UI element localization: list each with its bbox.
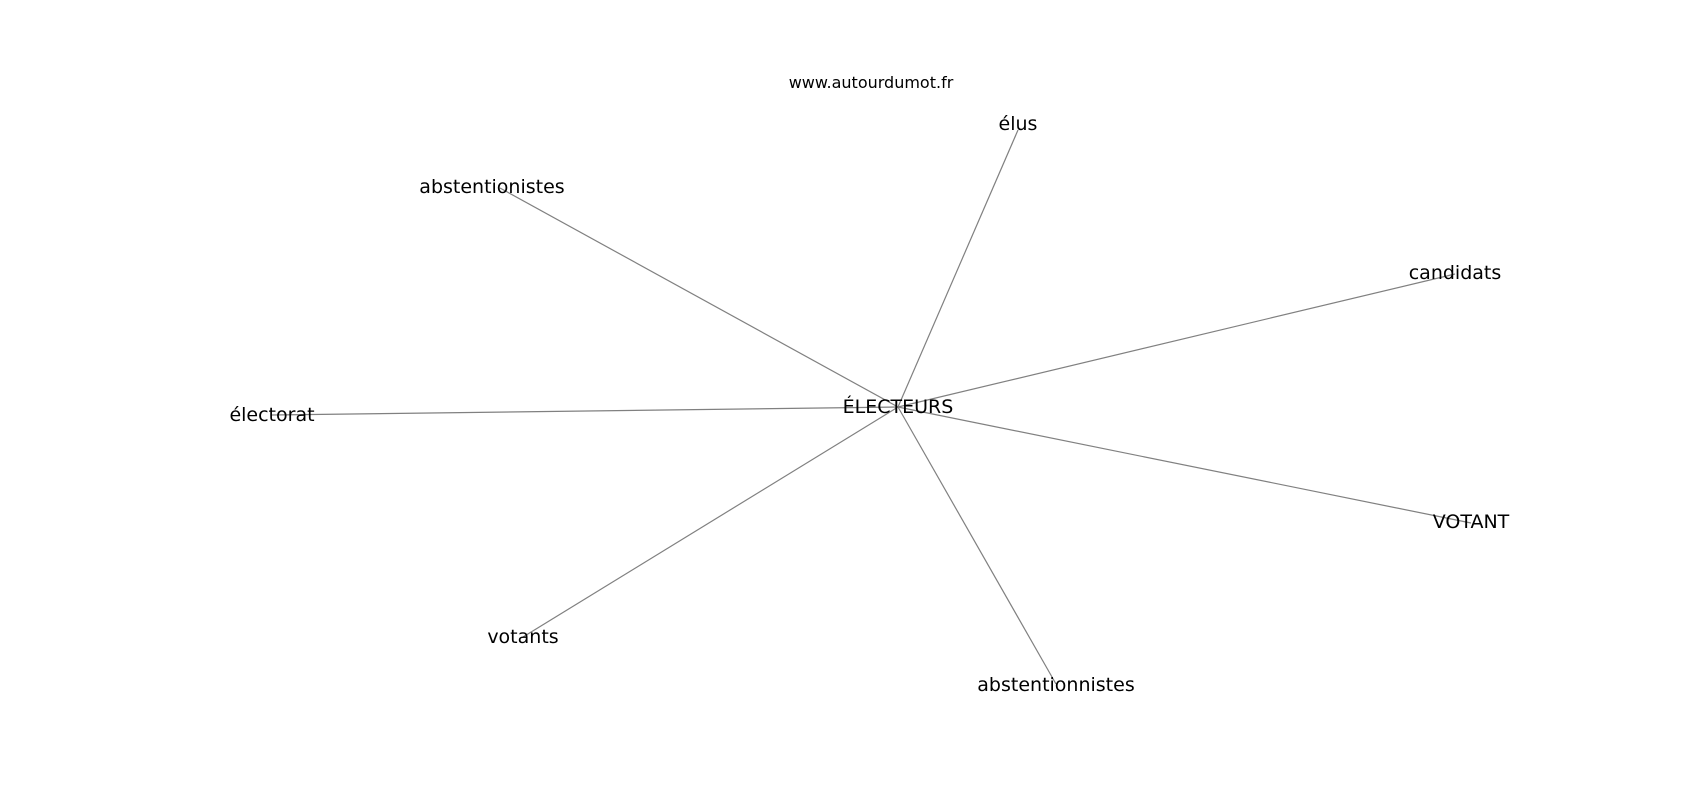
node-label-electorat: électorat: [229, 404, 314, 426]
node-label-elus: élus: [999, 113, 1038, 135]
node-label-abstentionnistes: abstentionnistes: [977, 674, 1134, 696]
node-label-votant: VOTANT: [1433, 511, 1510, 533]
source-watermark: www.autourdumot.fr: [789, 73, 954, 92]
node-label-center: ÉLECTEURS: [843, 395, 954, 418]
edges-group: [271, 129, 1472, 685]
edge-votant: [897, 406, 1472, 524]
node-label-abstentionistes: abstentionistes: [419, 176, 564, 198]
edge-abstentionistes: [499, 187, 899, 408]
edge-candidats: [897, 273, 1456, 408]
edge-votants: [522, 406, 899, 638]
edge-abstentionnistes: [897, 406, 1057, 685]
labels-group: www.autourdumot.fr ÉLECTEURS élus absten…: [229, 73, 1509, 696]
edge-electorat: [271, 406, 899, 416]
node-label-votants: votants: [487, 626, 558, 648]
edge-elus: [897, 129, 1019, 408]
node-label-candidats: candidats: [1409, 262, 1502, 284]
